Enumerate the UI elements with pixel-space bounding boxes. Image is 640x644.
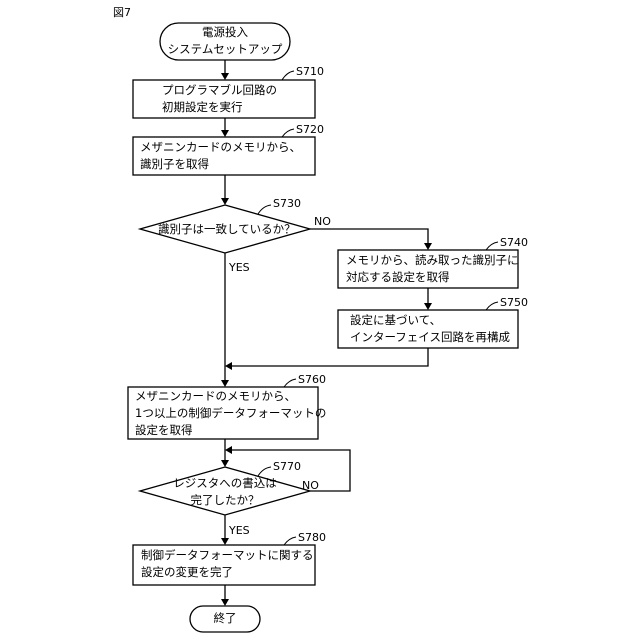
arrowhead: [221, 130, 229, 137]
s720-line-2: 識別子を取得: [140, 156, 301, 173]
s740-text: メモリから、読み取った識別子に 対応する設定を取得: [346, 252, 519, 286]
s740-line-2: 対応する設定を取得: [346, 269, 519, 286]
s770-line-2: 完了したか？: [160, 492, 290, 509]
s750-line-1: 設定に基づいて、: [350, 312, 510, 329]
s710-line-2: 初期設定を実行: [148, 99, 277, 116]
s750-leader-line: [486, 302, 498, 310]
s740-leader-line: [486, 242, 498, 250]
s720-step-label: S720: [296, 124, 324, 135]
s760-line-3: 設定を取得: [135, 422, 326, 439]
s770-no-label: NO: [302, 480, 319, 491]
s730-no-label: NO: [314, 216, 331, 227]
s760-line-1: メザニンカードのメモリから、: [135, 388, 326, 405]
s760-line-2: 1つ以上の制御データフォーマットの: [135, 405, 326, 422]
s780-line-2: 設定の変更を完了: [141, 564, 314, 581]
s760-step-label: S760: [298, 374, 326, 385]
start-text: 電源投入 システムセットアップ: [160, 24, 290, 58]
s720-line-1: メザニンカードのメモリから、: [140, 139, 301, 156]
s770-line-1: レジスタへの書込は: [160, 475, 290, 492]
s730-leader-line: [258, 205, 271, 214]
s770-text: レジスタへの書込は 完了したか？: [160, 475, 290, 509]
s760-leader-line: [284, 379, 296, 387]
s750-text: 設定に基づいて、 インターフェイス回路を再構成: [350, 312, 510, 346]
start-line-2: システムセットアップ: [160, 41, 290, 58]
arrowhead: [225, 362, 232, 370]
end-text: 終了: [190, 610, 260, 627]
arrowhead: [221, 460, 229, 467]
s750-return-line: [232, 348, 428, 366]
s770-step-label: S770: [273, 461, 301, 472]
s730-yes-label: YES: [229, 262, 250, 273]
arrowhead: [221, 538, 229, 545]
s710-line-1: プログラマブル回路の: [148, 82, 277, 99]
s730-no-branch-line: [310, 229, 428, 243]
s710-text: プログラマブル回路の 初期設定を実行: [148, 82, 277, 116]
s780-line-1: 制御データフォーマットに関する: [141, 547, 314, 564]
s750-step-label: S750: [500, 297, 528, 308]
s760-text: メザニンカードのメモリから、 1つ以上の制御データフォーマットの 設定を取得: [135, 388, 326, 439]
arrowhead: [424, 303, 432, 310]
arrowhead: [424, 243, 432, 250]
s780-leader-line: [284, 537, 296, 545]
s770-yes-label: YES: [229, 525, 250, 536]
s740-step-label: S740: [500, 237, 528, 248]
s780-step-label: S780: [298, 532, 326, 543]
s720-leader-line: [282, 129, 294, 137]
s730-text: 識別子は一致しているか？: [158, 221, 296, 238]
arrowhead: [225, 446, 232, 454]
s780-text: 制御データフォーマットに関する 設定の変更を完了: [141, 547, 314, 581]
figure-label: 図7: [113, 4, 131, 20]
arrowhead: [221, 73, 229, 80]
s720-text: メザニンカードのメモリから、 識別子を取得: [140, 139, 301, 173]
s710-leader-line: [282, 71, 294, 80]
s740-line-1: メモリから、読み取った識別子に: [346, 252, 519, 269]
arrowhead: [221, 599, 229, 606]
arrowhead: [221, 380, 229, 387]
arrowhead: [221, 198, 229, 205]
s730-step-label: S730: [273, 198, 301, 209]
start-line-1: 電源投入: [160, 24, 290, 41]
s750-line-2: インターフェイス回路を再構成: [350, 329, 510, 346]
s710-step-label: S710: [296, 66, 324, 77]
